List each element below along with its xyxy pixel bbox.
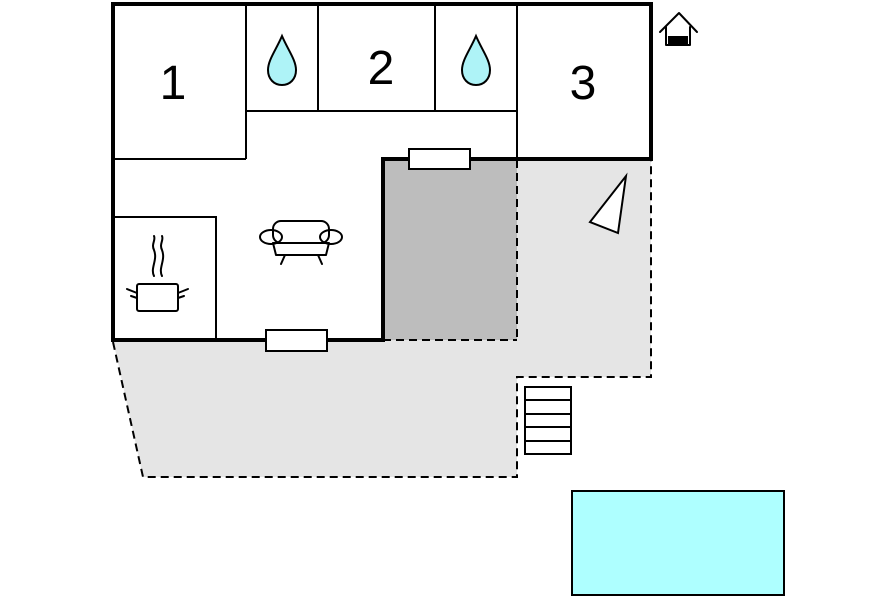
room-label-2: 2 — [368, 42, 395, 95]
terrace-front-outline — [112, 160, 652, 478]
window-bottom — [265, 329, 328, 352]
covered-terrace — [383, 159, 517, 340]
water-drop-icon — [266, 33, 298, 87]
cooking-pot-icon — [126, 235, 189, 312]
exterior-wall — [111, 2, 653, 342]
terrace-side — [517, 159, 651, 377]
room-label-3: 3 — [570, 57, 597, 110]
wall-kitchen — [113, 216, 217, 340]
stairs-icon — [524, 386, 572, 455]
swimming-pool — [571, 490, 785, 596]
window-top — [408, 148, 471, 170]
sofa-icon — [259, 220, 343, 265]
water-drop-icon — [460, 33, 492, 87]
terrace-front — [113, 340, 517, 477]
house-icon — [659, 12, 698, 46]
triangle-marker-icon — [588, 172, 628, 235]
room-label-1: 1 — [160, 57, 187, 110]
